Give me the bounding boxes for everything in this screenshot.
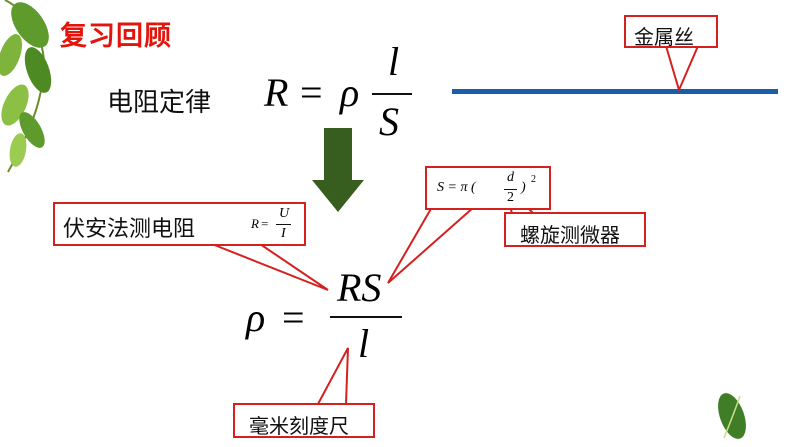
down-arrow-icon — [312, 180, 364, 212]
area-formula-exponent: 2 — [531, 174, 536, 185]
wire-callout: 金属丝 — [624, 15, 718, 49]
law-formula: R = ρ l S — [262, 39, 422, 144]
micrometer-callout: 螺旋测微器 — [504, 212, 646, 247]
formula-numerator: l — [388, 39, 400, 84]
method-formula-numerator: U — [279, 206, 290, 221]
result-eq: = — [282, 295, 305, 340]
area-formula-prefix: S = π ( — [437, 180, 476, 195]
formula-R: R — [264, 70, 289, 115]
ruler-callout: 毫米刻度尺 — [233, 403, 375, 438]
method-callout: 伏安法测电阻 R = U I — [53, 202, 306, 246]
result-rho: ρ — [246, 295, 266, 340]
formula-eq: = — [300, 70, 323, 115]
fraction-bar — [372, 93, 412, 95]
leaf-decoration-icon — [0, 0, 52, 173]
leaf-decoration-icon — [718, 393, 746, 439]
area-formula-callout: S = π ( d 2 ) 2 — [425, 166, 551, 210]
law-label: 电阻定律 — [107, 88, 212, 118]
area-formula-denominator: 2 — [507, 190, 514, 205]
method-formula-denominator: I — [281, 226, 286, 241]
formula-denominator: S — [379, 99, 399, 144]
micrometer-callout-label: 螺旋测微器 — [520, 223, 620, 247]
method-fraction-bar — [276, 224, 291, 225]
formula-rho: ρ — [340, 70, 360, 115]
method-formula-eq: = — [261, 216, 269, 231]
result-denominator: l — [358, 321, 370, 366]
page-title: 复习回顾 — [60, 21, 172, 52]
ruler-callout-label: 毫米刻度尺 — [249, 414, 349, 438]
area-fraction-bar — [504, 189, 517, 190]
method-formula-R: R — [251, 216, 259, 231]
metal-wire — [452, 89, 778, 94]
wire-callout-label: 金属丝 — [634, 25, 694, 49]
area-formula-close: ) — [521, 180, 526, 195]
method-callout-label: 伏安法测电阻 — [63, 217, 196, 242]
result-numerator: RS — [337, 265, 382, 310]
area-formula-numerator: d — [507, 170, 514, 185]
result-formula: ρ = RS l — [240, 262, 410, 372]
result-fraction-bar — [330, 316, 402, 318]
down-arrow-shaft — [324, 128, 352, 182]
